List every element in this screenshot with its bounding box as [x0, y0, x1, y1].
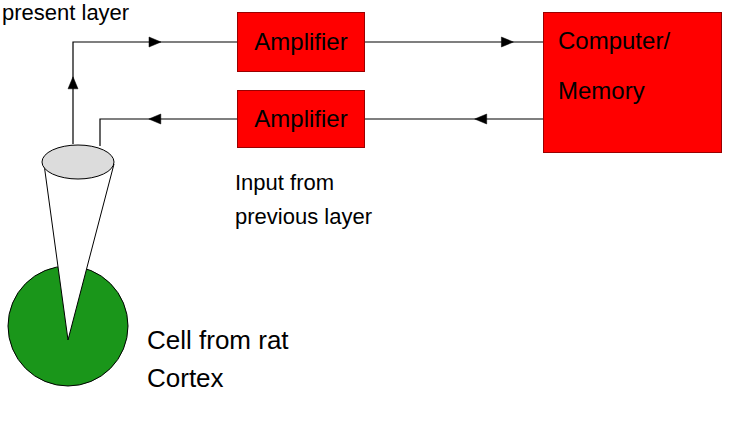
signal-label: Input from previous layer — [235, 166, 415, 234]
box-label: Amplifier — [254, 28, 347, 56]
arrowhead — [501, 37, 513, 47]
amplifier-box: Amplifier — [237, 12, 365, 72]
signal-connector — [365, 114, 543, 124]
arrowhead — [149, 114, 161, 124]
box-label: Amplifier — [254, 105, 347, 133]
pipette-cone — [44, 164, 114, 340]
cell-label: Cell from rat Cortex — [147, 321, 347, 397]
arrowhead — [475, 114, 487, 124]
connector-line — [365, 118, 543, 119]
computer-memory-box: Computer/ Memory — [543, 12, 722, 153]
signal-connector — [100, 114, 237, 146]
arrowhead — [68, 77, 78, 89]
pipette-opening — [42, 145, 114, 179]
cell-electrode: Cell from rat Cortex — [8, 144, 130, 388]
signal-connector — [68, 37, 237, 144]
connector-line — [365, 41, 543, 42]
amplifier-box: Amplifier — [237, 90, 365, 148]
box-label: Computer/ Memory — [558, 16, 670, 116]
signal-label: present layer — [2, 0, 129, 26]
signal-connector — [365, 37, 543, 47]
connector-line — [73, 42, 237, 144]
connector-line — [100, 119, 237, 146]
cell-electrode-drawing — [8, 144, 130, 388]
arrowhead — [149, 37, 161, 47]
